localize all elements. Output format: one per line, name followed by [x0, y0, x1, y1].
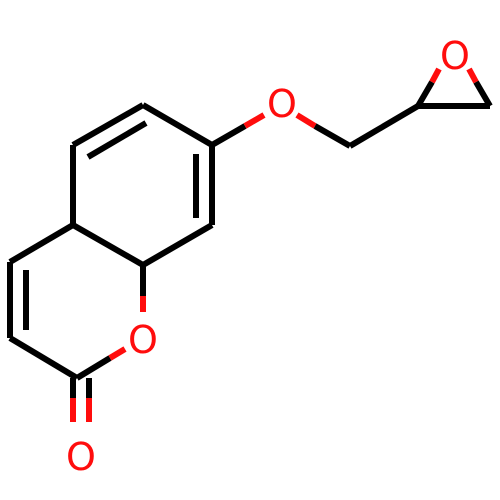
bond-c8-c4a-inner	[86, 120, 148, 160]
bond-oether-ch2-red	[295, 112, 317, 129]
bond-ch2-cepox	[348, 103, 420, 149]
bond-c3-c2	[8, 335, 79, 381]
atom-label-ring-oxygen: O	[128, 318, 158, 362]
atom-label-carbonyl-oxygen: O	[66, 435, 96, 479]
bond-c6-c8a	[141, 222, 214, 268]
bond-cepox-oepox	[415, 80, 435, 108]
bond-c8-c4a	[71, 102, 145, 148]
bond-c8a-c5	[71, 222, 145, 268]
bond-cepox-oepox-red	[429, 67, 442, 84]
benzene-ring	[70, 102, 215, 268]
atom-label-epoxide-oxygen: O	[440, 34, 470, 78]
bond-c7-oether-red	[243, 112, 266, 129]
bond-ch2epox-oepox	[473, 80, 493, 108]
bond-ch2epox-oepox-red	[466, 67, 479, 84]
bond-o1-c2-red	[108, 346, 127, 361]
glycidyl-chain	[210, 67, 493, 149]
bond-c7-oether	[210, 123, 247, 148]
bond-c5-c4	[8, 222, 75, 265]
bond-oether-ch2	[313, 123, 352, 149]
bond-c2-o1	[75, 355, 112, 381]
atom-label-ether-oxygen: O	[267, 82, 297, 126]
pyranone-ring	[7, 222, 146, 422]
bond-c8-c7	[141, 102, 214, 148]
